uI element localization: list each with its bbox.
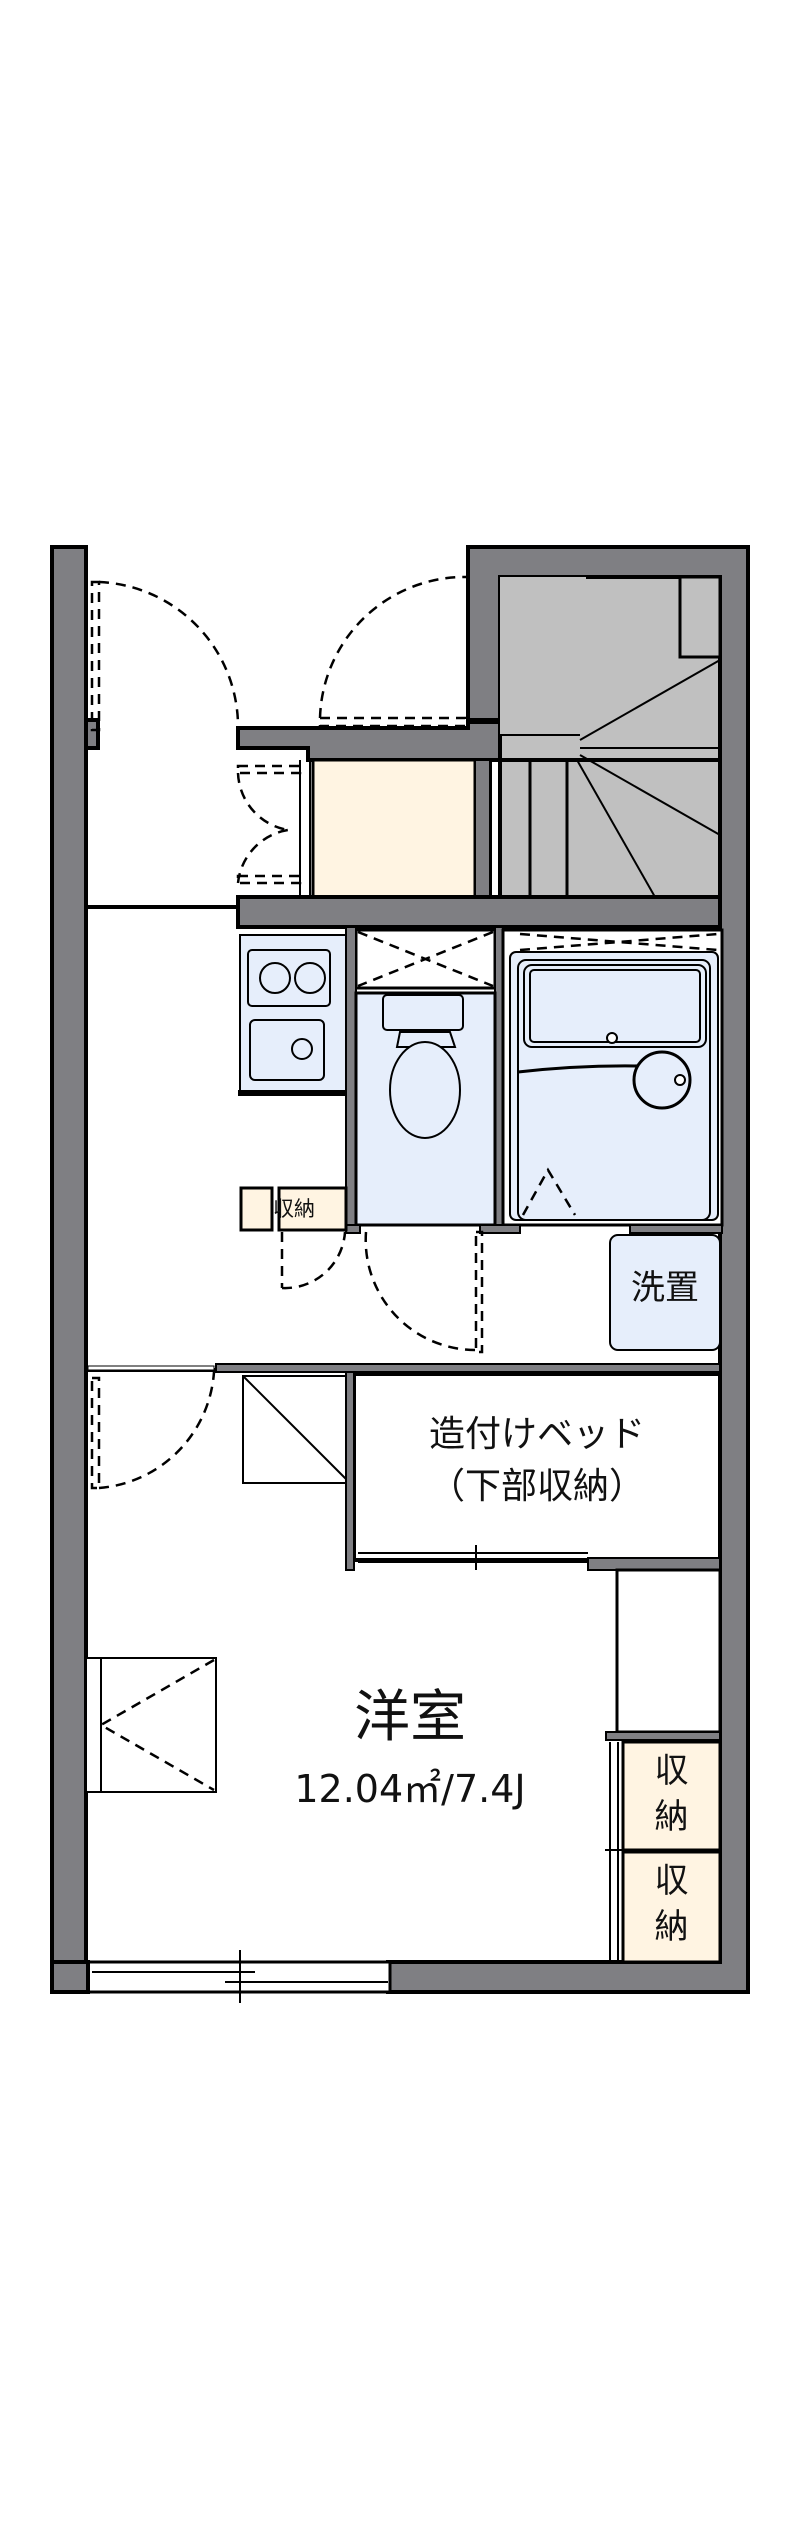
stove-icon [259, 962, 291, 994]
door-swing-icon[interactable] [280, 1231, 347, 1290]
door-swing-icon[interactable] [90, 1371, 216, 1490]
closet-lower-label: 収 納 [623, 1858, 720, 1950]
room-area: 12.04㎡/7.4J [294, 1767, 526, 1811]
closet-lower [621, 1850, 722, 1964]
stove-icon [294, 962, 326, 994]
loft-bed-label: 造付けベッド [428, 1414, 645, 1455]
loft-bed [345, 1371, 722, 1571]
window-icon[interactable] [86, 1950, 392, 2003]
wall-segment [474, 759, 491, 898]
toilet-icon [382, 994, 464, 1139]
kitchen-storage-label: 収納 [273, 1197, 315, 1221]
sink-icon [249, 1019, 325, 1081]
door-swing-icon[interactable] [90, 580, 240, 732]
room-name: 洋室 [354, 1685, 466, 1750]
toilet-room [345, 926, 504, 1233]
washer-space [609, 1234, 721, 1351]
window-icon [85, 1657, 217, 1793]
door-swing-icon[interactable] [318, 575, 469, 728]
closet-upper-line2: 納 [654, 1797, 689, 1837]
door-swing-icon[interactable] [364, 1231, 479, 1352]
shelf-icon [242, 1375, 351, 1484]
closet-lower-line2: 納 [654, 1907, 689, 1947]
closet-upper-line1: 収 [654, 1751, 689, 1791]
kitchen-upper-wall [236, 895, 722, 929]
bottom-wall-left [50, 1960, 90, 1994]
loft-bed-sublabel: （下部収納） [428, 1466, 645, 1507]
bathroom [501, 928, 724, 1227]
kitchen-storage [239, 1186, 348, 1232]
closet-upper [621, 1740, 722, 1852]
wall-stub [84, 718, 100, 750]
right-storage [615, 1568, 722, 1734]
left-exterior-wall [50, 545, 88, 1994]
bathtub-icon [523, 964, 707, 1048]
closet-lower-line1: 収 [654, 1861, 689, 1901]
closet-upper-label: 収 納 [623, 1748, 720, 1840]
kitchen-counter [238, 934, 348, 1096]
shoe-storage [311, 758, 477, 899]
vent-box [354, 928, 497, 990]
shoe-storage-doors[interactable] [236, 760, 311, 897]
washer-label: 洗置 [631, 1268, 699, 1308]
